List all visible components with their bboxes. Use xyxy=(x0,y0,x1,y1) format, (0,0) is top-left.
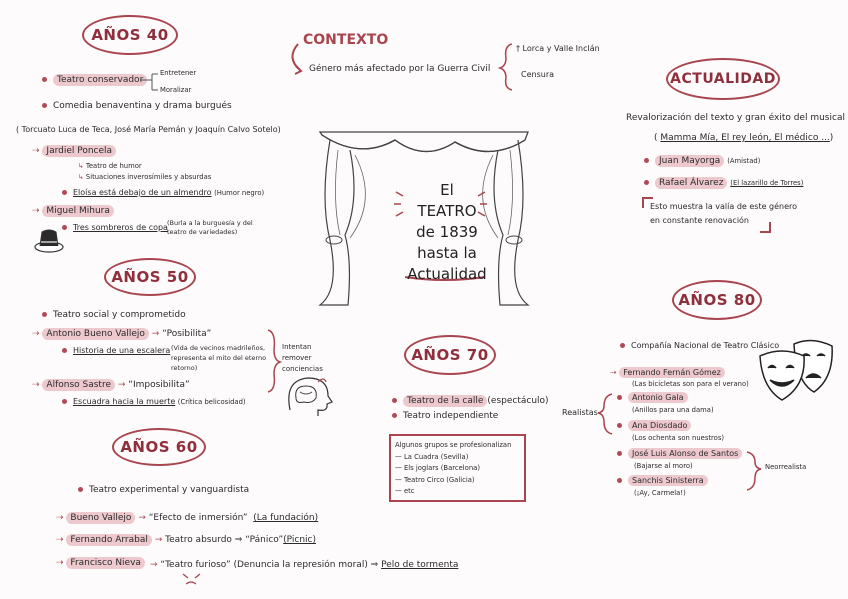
theater-masks-icon xyxy=(0,0,848,599)
